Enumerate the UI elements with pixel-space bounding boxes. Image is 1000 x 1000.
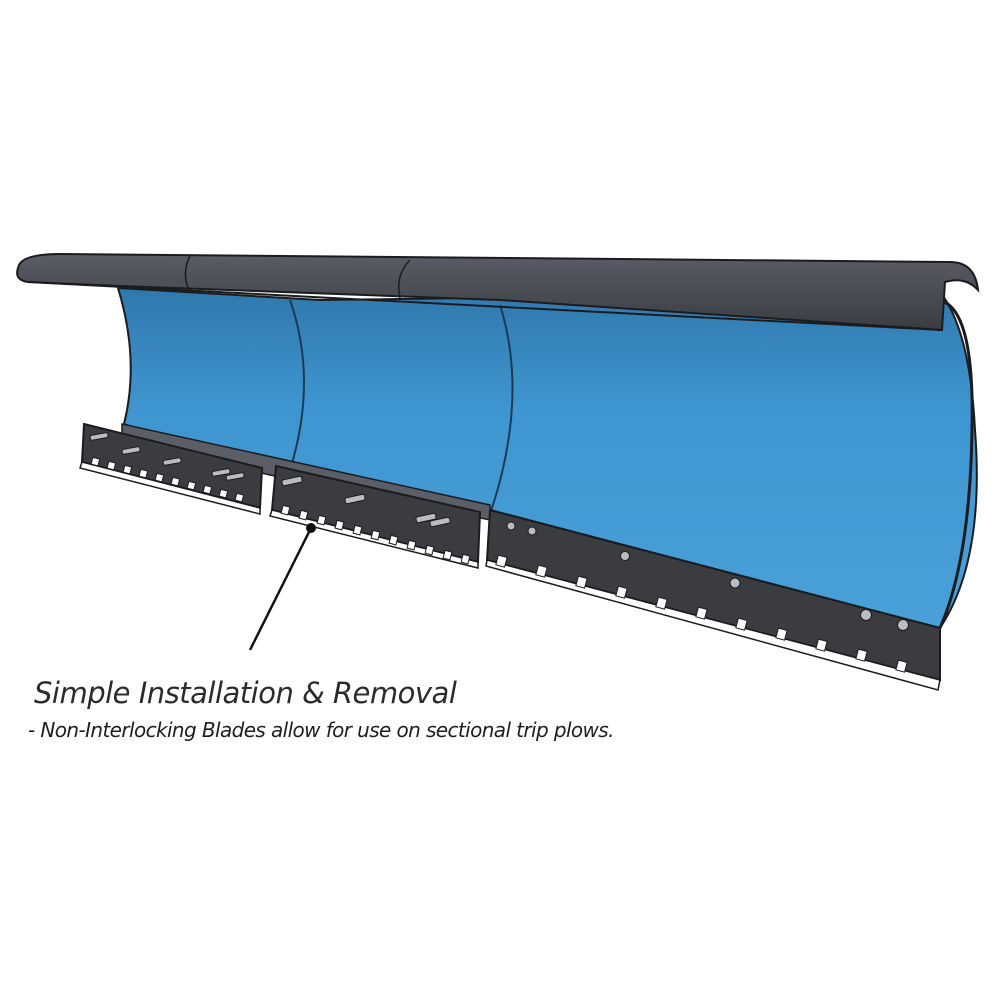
bolt-icon [281,475,451,528]
bolt-icon [89,432,245,481]
edge-blade-1 [79,422,264,515]
section-seam-2 [487,304,514,521]
edge-blade-2 [269,464,482,569]
bolt-icon [506,521,909,631]
top-rail [16,252,980,332]
moldboard [116,286,978,630]
caption-title: Simple Installation & Removal [34,676,457,710]
section-seam-1 [289,299,305,471]
callout-leader [248,523,316,651]
caption-subtitle: - Non-Interlocking Blades allow for use … [28,718,614,742]
edge-blade-3 [485,508,941,691]
